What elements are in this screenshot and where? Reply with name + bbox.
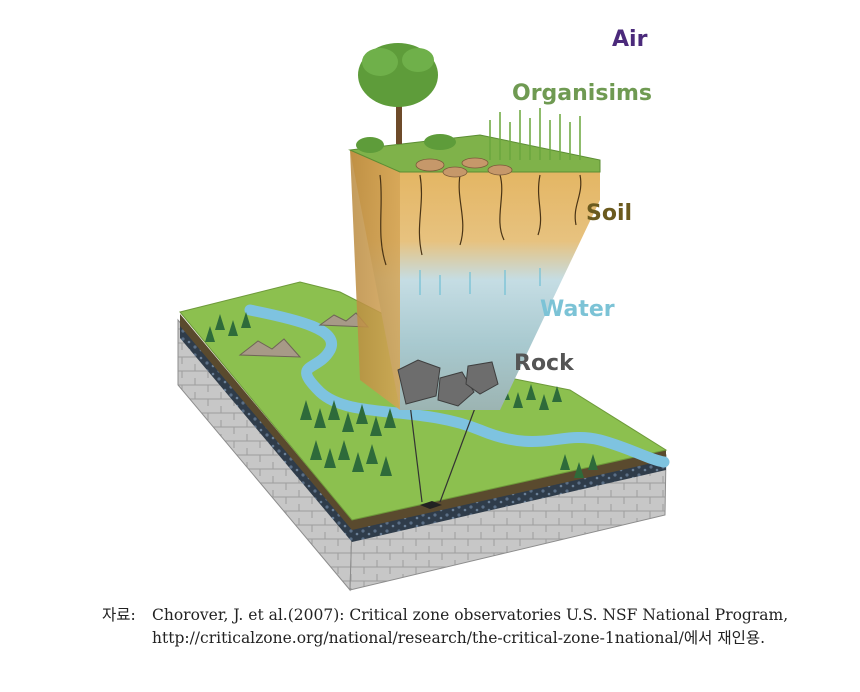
roots	[379, 174, 582, 266]
label-air: Air	[612, 27, 648, 52]
water-zone	[419, 268, 541, 295]
caption-prefix: 자료:	[102, 606, 136, 624]
label-soil: Soil	[586, 201, 632, 226]
tall-grass	[489, 108, 581, 160]
column-side-face	[350, 150, 400, 410]
rock-fragments	[397, 359, 499, 407]
rock-outcrop-1	[238, 338, 302, 358]
label-water: Water	[540, 297, 615, 322]
borehole	[420, 501, 442, 509]
label-rock: Rock	[514, 351, 575, 376]
caption-text: Chorover, J. et al.(2007): Critical zone…	[152, 606, 798, 647]
source-caption: 자료: Chorover, J. et al.(2007): Critical …	[102, 604, 802, 650]
probe-line-right	[439, 399, 479, 503]
soil-column	[348, 134, 601, 410]
river	[244, 304, 670, 468]
column-top-surface	[348, 134, 601, 173]
leaf-litter	[415, 157, 513, 178]
tree-trunk	[396, 92, 402, 144]
label-organisms: Organisims	[512, 81, 652, 106]
shrubs	[356, 134, 456, 153]
tree	[358, 43, 438, 144]
column-front-face	[350, 150, 600, 410]
critical-zone-diagram: Air Organisims Soil Water Rock	[177, 27, 670, 592]
forest-trees	[205, 312, 598, 478]
